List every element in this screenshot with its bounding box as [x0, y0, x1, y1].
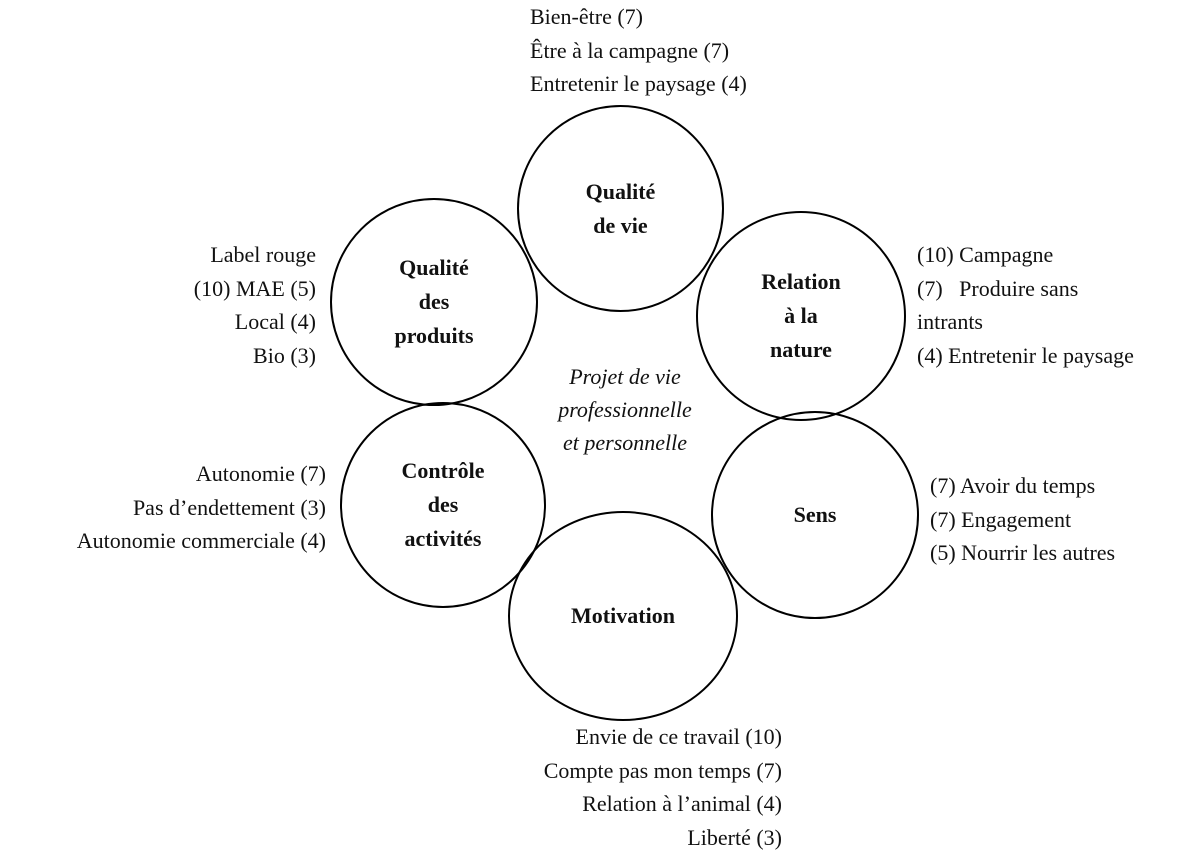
- circle-qualite-de-vie: Qualité de vie: [517, 105, 724, 312]
- circle-motivation: Motivation: [508, 511, 738, 721]
- annotation-line: Être à la campagne (7): [530, 37, 730, 63]
- annotation-relation-nature: (10) Campagne (7) Produire sans intrants…: [917, 238, 1134, 372]
- circle-label-relation-nature: Relation à la nature: [761, 269, 841, 362]
- annotation-line: (7) Produire sans: [917, 275, 1079, 301]
- annotation-line: (7) Avoir du temps: [930, 473, 1096, 498]
- annotation-motivation: Envie de ce travail (10) Compte pas mon …: [544, 720, 782, 854]
- annotation-qualite-produits: Label rouge (10) MAE (5) Local (4) Bio (…: [194, 238, 316, 372]
- circle-qualite-produits: Qualité des produits: [330, 198, 538, 406]
- annotation-line: intrants: [917, 309, 983, 334]
- annotation-line: Relation à l’animal (4): [582, 791, 782, 816]
- circle-label-motivation: Motivation: [571, 603, 675, 628]
- annotation-line: (4) Entretenir le paysage: [917, 342, 1134, 368]
- center-label: Projet de vie professionnelle et personn…: [558, 364, 692, 455]
- annotation-line: Autonomie commerciale (4): [76, 528, 326, 553]
- annotation-line: Entretenir le paysage (4): [530, 71, 747, 96]
- annotation-line: Local (4): [234, 309, 316, 334]
- annotation-line: (5) Nourrir les autres: [930, 540, 1116, 565]
- annotation-line: Envie de ce travail (10): [575, 724, 782, 749]
- annotation-line: (10) Campagne: [917, 242, 1054, 267]
- annotation-sens: (7) Avoir du temps (7) Engagement (5) No…: [930, 469, 1115, 570]
- annotation-line: Pas d’endettement (3): [132, 494, 326, 520]
- circle-label-qualite-produits: Qualité des produits: [394, 255, 474, 348]
- circle-label-controle-activites: Contrôle des activités: [401, 458, 485, 551]
- circle-label-qualite-de-vie: Qualité de vie: [585, 178, 656, 238]
- annotation-line: Liberté (3): [687, 824, 782, 850]
- annotation-line: Compte pas mon temps (7): [543, 757, 782, 783]
- circle-label-sens: Sens: [793, 502, 837, 527]
- annotation-qualite-de-vie: Bien-être (7) Être à la campagne (7) Ent…: [530, 0, 747, 101]
- annotation-line: Label rouge: [210, 242, 316, 267]
- annotation-line: (10) MAE (5): [193, 275, 316, 301]
- annotation-line: Bio (3): [253, 342, 316, 368]
- annotation-line: Bien-être (7): [530, 4, 643, 29]
- annotation-controle-activites: Autonomie (7) Pas d’endettement (3) Auto…: [77, 457, 326, 558]
- circle-sens: Sens: [711, 411, 919, 619]
- annotation-line: Autonomie (7): [195, 461, 326, 486]
- annotation-line: (7) Engagement: [930, 506, 1072, 532]
